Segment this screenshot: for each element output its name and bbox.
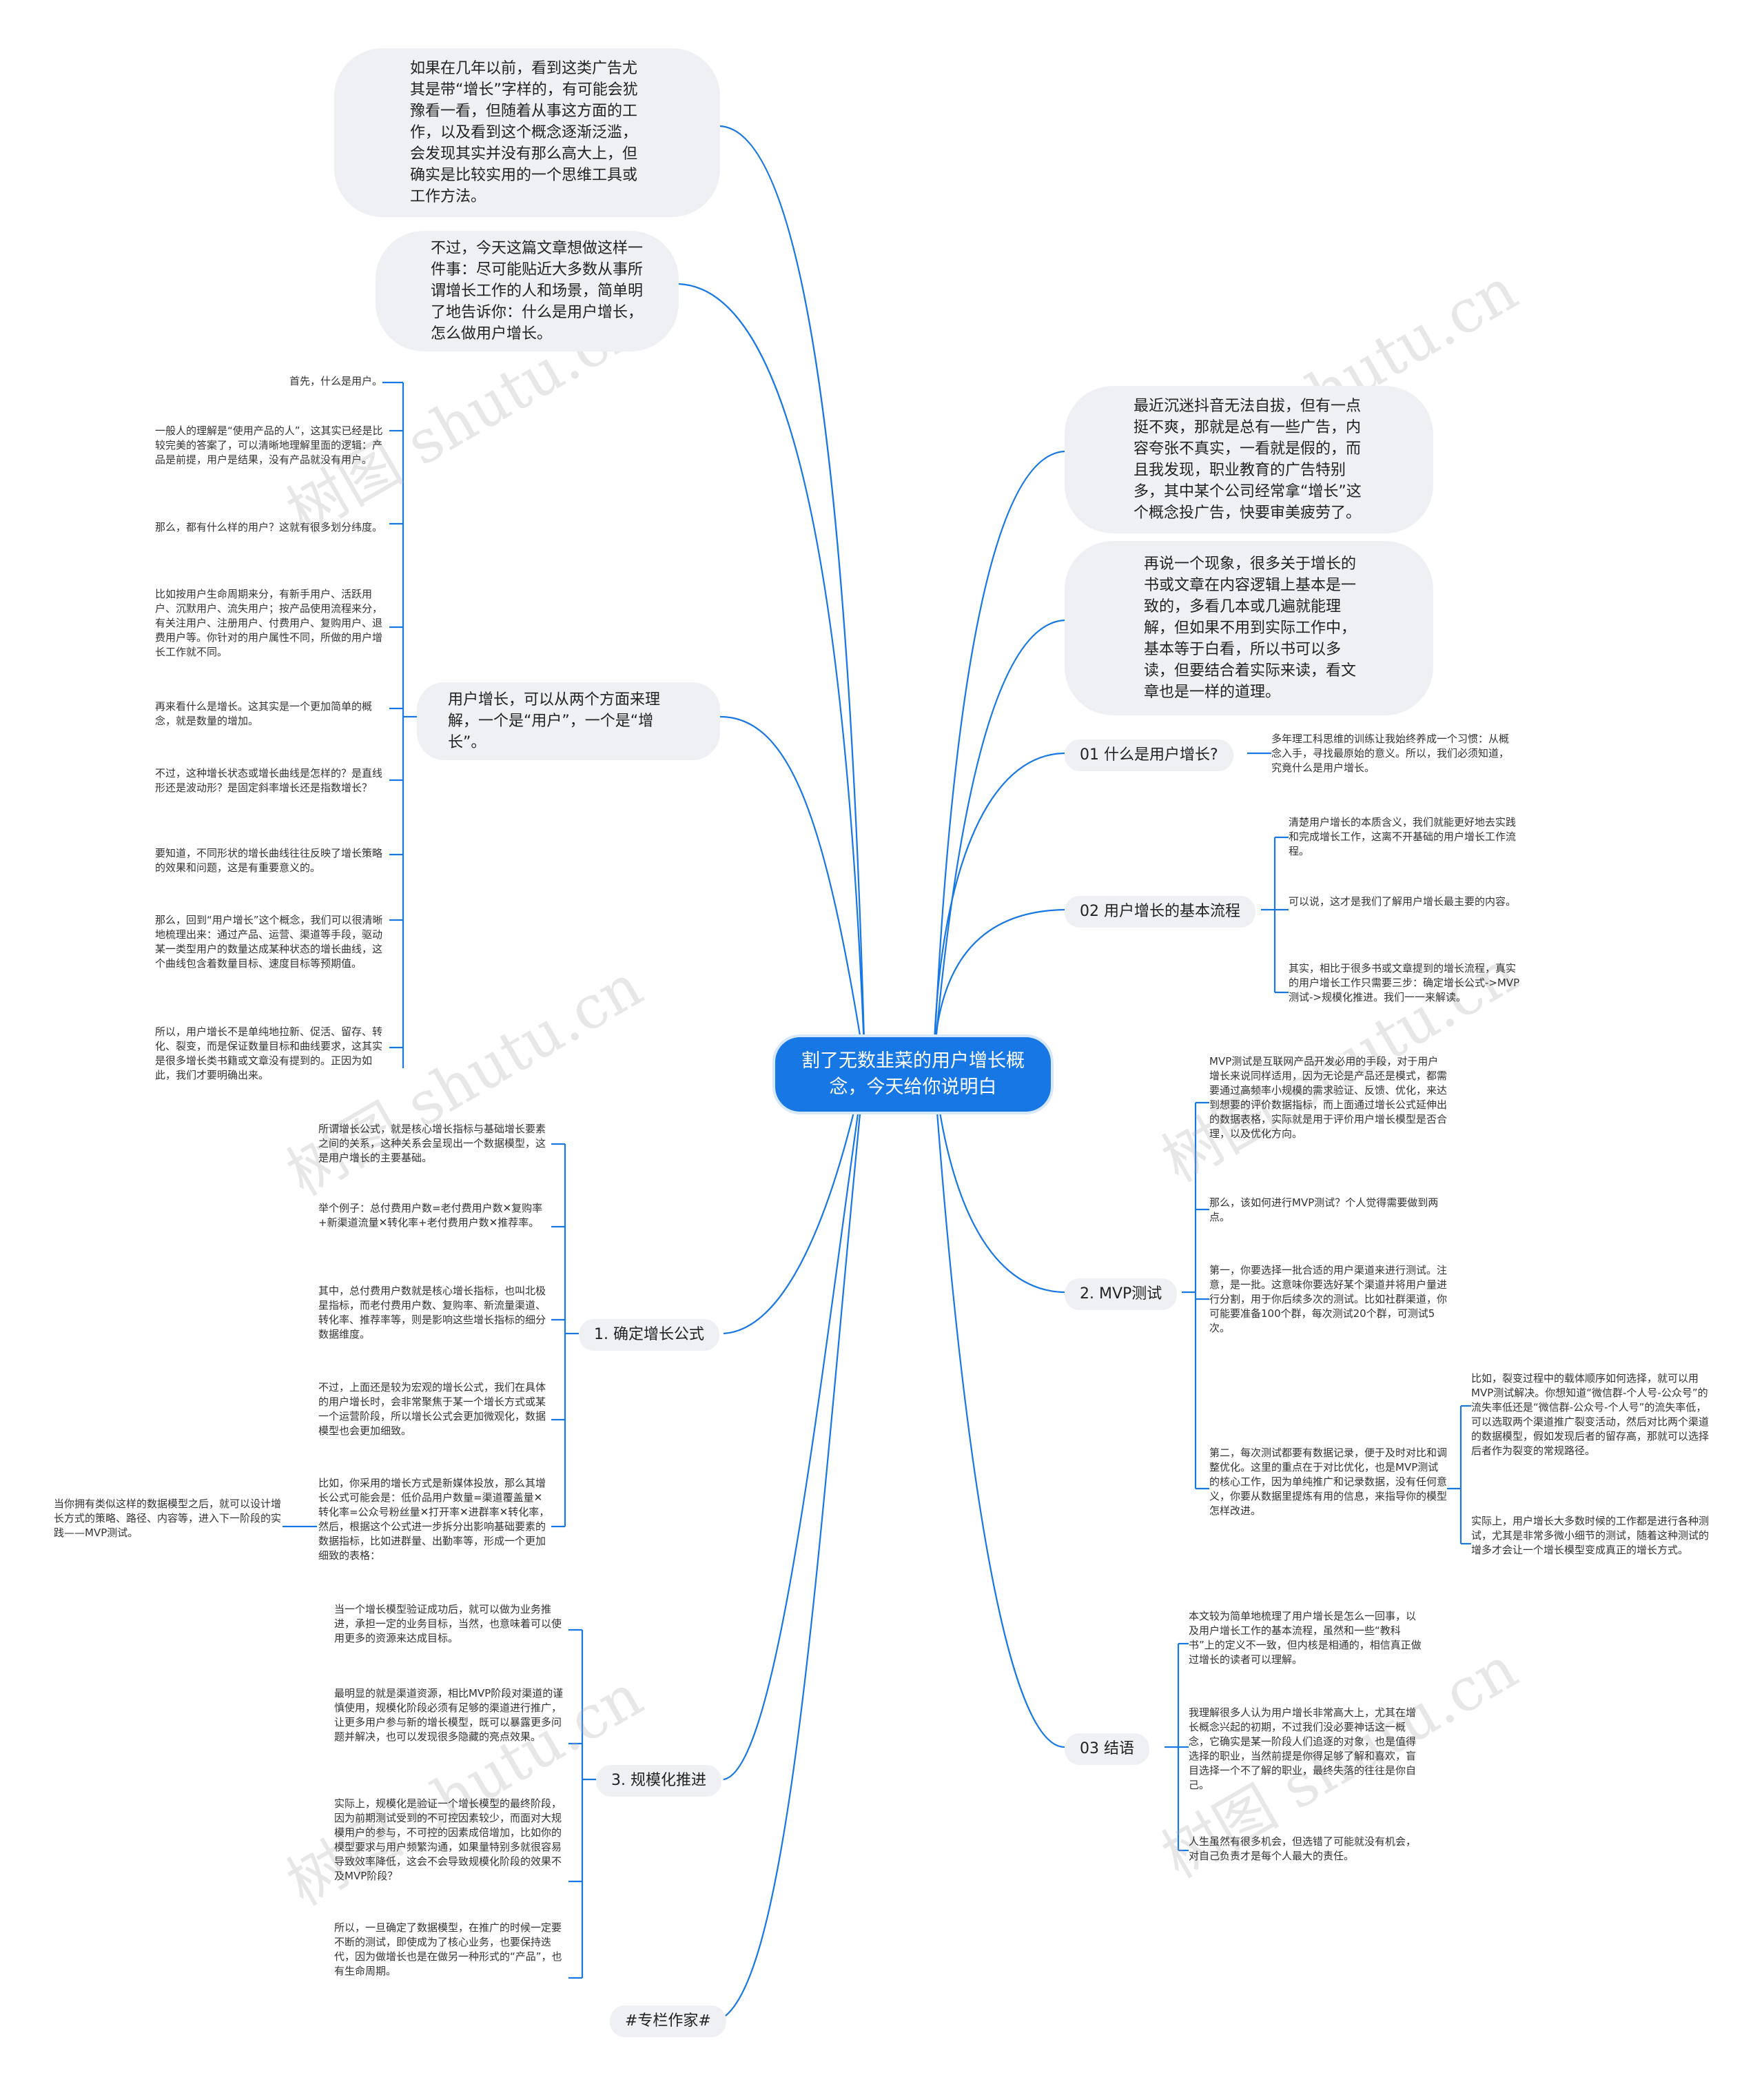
branch-basic-flow[interactable]: 02 用户增长的基本流程 — [1065, 896, 1255, 928]
basic-flow-leaf-3: 其实，相比于很多书或文章提到的增长流程，真实的用户增长工作只需要三步：确定增长公… — [1289, 962, 1520, 1003]
branch-label: #专栏作家# — [625, 2012, 711, 2030]
branch-mvp[interactable]: 2. MVP测试 — [1065, 1278, 1178, 1310]
conclusion-leaf-1: 本文较为简单地梳理了用户增长是怎么一回事，以及用户增长工作的基本流程，虽然和一些… — [1189, 1610, 1422, 1666]
bubble-text: 再说一个现象，很多关于增长的书或文章在内容逻辑上基本是一致的，多看几本或几遍就能… — [1144, 555, 1357, 701]
intro-bubble-1[interactable]: 如果在几年以前，看到这类广告尤其是带“增长”字样的，有可能会犹豫看一看，但随着从… — [334, 48, 720, 217]
branch-label: 02 用户增长的基本流程 — [1080, 903, 1240, 920]
root-topic[interactable]: 割了无数韭菜的用户增长概念，今天给你说明白 — [775, 1037, 1051, 1112]
two-aspects-leaf-6: 不过，这种增长状态或增长曲线是怎样的？是直线形还是波动形？是固定斜率增长还是指数… — [155, 767, 383, 794]
conclusion-leaf-3: 人生虽然有很多机会，但选错了可能就没有机会，对自己负责才是每个人最大的责任。 — [1189, 1835, 1417, 1862]
two-aspects-leaf-7: 要知道，不同形状的增长曲线往往反映了增长策略的效果和问题，这是有重要意义的。 — [155, 847, 383, 874]
two-aspects-leaf-2: 一般人的理解是“使用产品的人”，这其实已经是比较完美的答案了，可以清晰地理解里面… — [155, 425, 383, 466]
branch-label: 2. MVP测试 — [1080, 1285, 1162, 1303]
branch-author[interactable]: #专栏作家# — [610, 2005, 726, 2037]
two-aspects-leaf-8: 那么，回到“用户增长”这个概念，我们可以很清晰地梳理出来：通过产品、运营、渠道等… — [155, 914, 383, 970]
branch-label: 03 结语 — [1080, 1740, 1134, 1757]
formula-leaf-2: 举个例子：总付费用户数=老付费用户数✕复购率+新渠道流量✕转化率+老付费用户数✕… — [318, 1202, 543, 1229]
mvp-sub-leaf-2: 实际上，用户增长大多数时候的工作都是进行各种测试，尤其是非常多微小细节的测试，随… — [1471, 1515, 1710, 1556]
scale-leaf-4: 所以，一旦确定了数据模型，在推广的时候一定要不断的测试，即使成为了核心业务，也要… — [334, 1921, 562, 1977]
branch-two-aspects[interactable]: 用户增长，可以从两个方面来理解，一个是“用户”，一个是“增长”。 — [417, 682, 720, 760]
scale-leaf-3: 实际上，规模化是验证一个增长模型的最终阶段，因为前期测试受到的不可控因素较少，而… — [334, 1797, 562, 1882]
formula-sub-leaf: 当你拥有类似这样的数据模型之后，就可以设计增长方式的策略、路径、内容等，进入下一… — [54, 1498, 282, 1539]
two-aspects-leaf-1: 首先，什么是用户。 — [289, 375, 382, 387]
branch-label: 3. 规模化推进 — [611, 1772, 706, 1789]
basic-flow-leaf-2: 可以说，这才是我们了解用户增长最主要的内容。 — [1289, 895, 1517, 908]
scale-leaf-1: 当一个增长模型验证成功后，就可以做为业务推进，承担一定的业务目标，当然，也意味着… — [334, 1603, 562, 1644]
branch-label: 01 什么是用户增长? — [1080, 746, 1218, 764]
two-aspects-leaf-4: 比如按用户生命周期来分，有新手用户、活跃用户、沉默用户、流失用户；按产品使用流程… — [155, 588, 383, 658]
branch-conclusion[interactable]: 03 结语 — [1065, 1733, 1149, 1765]
bubble-text: 不过，今天这篇文章想做这样一件事：尽可能贴近大多数从事所谓增长工作的人和场景，简… — [431, 240, 644, 343]
bubble-text: 如果在几年以前，看到这类广告尤其是带“增长”字样的，有可能会犹豫看一看，但随着从… — [410, 60, 638, 205]
mvp-leaf-2: 那么，该如何进行MVP测试？个人觉得需要做到两点。 — [1209, 1196, 1439, 1223]
mvp-leaf-1: MVP测试是互联网产品开发必用的手段，对于用户增长来说同样适用，因为无论是产品还… — [1209, 1055, 1448, 1140]
intro-bubble-3[interactable]: 最近沉迷抖音无法自拔，但有一点挺不爽，那就是总有一些广告，内容夸张不真实，一看就… — [1065, 386, 1433, 533]
scale-leaf-2: 最明显的就是渠道资源，相比MVP阶段对渠道的谨慎使用，规模化阶段必须有足够的渠道… — [334, 1687, 564, 1743]
what-is-leaf-1: 多年理工科思维的训练让我始终养成一个习惯：从概念入手，寻找最原始的意义。所以，我… — [1271, 733, 1510, 774]
root-title: 割了无数韭菜的用户增长概念，今天给你说明白 — [801, 1050, 1025, 1098]
mvp-sub-leaf-1: 比如，裂变过程中的载体顺序如何选择，就可以用MVP测试解决。你想知道“微信群-个… — [1471, 1372, 1710, 1457]
formula-leaf-1: 所谓增长公式，就是核心增长指标与基础增长要素之间的关系，这种关系会呈现出一个数据… — [318, 1123, 546, 1164]
two-aspects-leaf-3: 那么，都有什么样的用户？这就有很多划分纬度。 — [155, 521, 383, 533]
formula-leaf-3: 其中，总付费用户数就是核心增长指标，也叫北极星指标，而老付费用户数、复购率、新流… — [318, 1285, 546, 1340]
basic-flow-leaf-1: 清楚用户增长的本质含义，我们就能更好地去实践和完成增长工作，这离不开基础的用户增… — [1289, 816, 1517, 857]
formula-leaf-4: 不过，上面还是较为宏观的增长公式，我们在具体的用户增长时，会非常聚焦于某一个增长… — [318, 1381, 546, 1437]
bubble-text: 最近沉迷抖音无法自拔，但有一点挺不爽，那就是总有一些广告，内容夸张不真实，一看就… — [1134, 398, 1362, 522]
branch-label: 用户增长，可以从两个方面来理解，一个是“用户”，一个是“增长”。 — [448, 691, 661, 751]
branch-label: 1. 确定增长公式 — [594, 1326, 704, 1343]
mvp-leaf-4: 第二，每次测试都要有数据记录，便于及时对比和调整优化。这里的重点在于对比优化，也… — [1209, 1447, 1448, 1517]
intro-bubble-2[interactable]: 不过，今天这篇文章想做这样一件事：尽可能贴近大多数从事所谓增长工作的人和场景，简… — [376, 231, 679, 351]
conclusion-leaf-2: 我理解很多人认为用户增长非常高大上，尤其在增长概念兴起的初期，不过我们没必要神话… — [1189, 1706, 1417, 1791]
two-aspects-leaf-9: 所以，用户增长不是单纯地拉新、促活、留存、转化、裂变，而是保证数量目标和曲线要求… — [155, 1025, 383, 1081]
branch-scale[interactable]: 3. 规模化推进 — [596, 1765, 721, 1797]
intro-bubble-4[interactable]: 再说一个现象，很多关于增长的书或文章在内容逻辑上基本是一致的，多看几本或几遍就能… — [1065, 541, 1433, 715]
two-aspects-leaf-5: 再来看什么是增长。这其实是一个更加简单的概念，就是数量的增加。 — [155, 700, 373, 727]
branch-formula[interactable]: 1. 确定增长公式 — [579, 1319, 719, 1351]
branch-what-is[interactable]: 01 什么是用户增长? — [1065, 739, 1233, 771]
formula-leaf-5: 比如，你采用的增长方式是新媒体投放，那么其增长公式可能会是：低价品用户数量=渠道… — [318, 1477, 550, 1562]
mvp-leaf-3: 第一，你要选择一批合适的用户渠道来进行测试。注意，是一批。这意味你要选好某个渠道… — [1209, 1264, 1448, 1334]
